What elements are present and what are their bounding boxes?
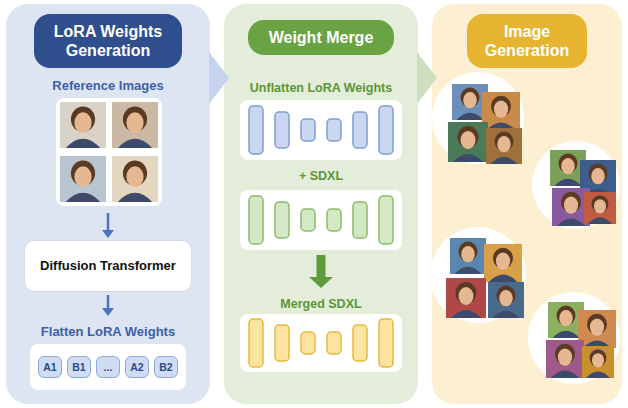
chip-label: ... <box>104 361 113 374</box>
block-heading: Merged SDXL <box>238 296 404 312</box>
process-box: Diffusion Transformer <box>24 240 192 292</box>
weights-frame <box>30 344 186 390</box>
stage-chevron <box>209 52 229 104</box>
chip-label: B1 <box>72 361 85 374</box>
captioned-block: Reference Images <box>46 78 170 210</box>
panel-title: Image Generation <box>479 22 575 60</box>
flow-arrow <box>102 213 114 238</box>
header-pill: LoRA Weights Generation <box>34 14 182 68</box>
arrow-shaft <box>107 213 110 231</box>
chip-label: A1 <box>43 361 56 374</box>
chip-label: A2 <box>130 361 143 374</box>
stage-panel: Weight MergeUnflatten LoRA Weights + SDXL… <box>224 4 418 404</box>
weight-chip: B2 <box>154 356 178 378</box>
flow-arrow <box>309 255 333 288</box>
sdxl-bars <box>240 190 402 250</box>
block-heading: Reference Images <box>46 78 170 95</box>
captioned-block: Flatten LoRA WeightsA1 B1... A2 B2 <box>26 318 190 394</box>
arrow-head <box>102 308 114 316</box>
arrow-head <box>309 277 333 288</box>
merged-bars <box>240 314 402 372</box>
chevron-shape <box>417 52 437 104</box>
arrow-head <box>102 230 114 238</box>
face-photo <box>112 156 158 202</box>
stage-panel: LoRA Weights GenerationReference ImagesD… <box>6 4 210 404</box>
captioned-block: Unflatten LoRA Weights <box>238 80 404 162</box>
arrow-shaft <box>317 255 326 278</box>
generated-images <box>430 72 620 384</box>
face-photo <box>60 156 106 202</box>
chip-label: B2 <box>159 361 172 374</box>
weight-chip: A2 <box>125 356 149 378</box>
captioned-block: + SDXL <box>238 168 404 252</box>
weight-chip: A1 <box>38 356 62 378</box>
arrow-shaft <box>107 295 110 309</box>
chevron-shape <box>209 52 229 104</box>
panel-title: Weight Merge <box>260 28 382 47</box>
face-photo <box>112 102 158 148</box>
stage-chevron <box>417 52 437 104</box>
lora-bars <box>240 100 402 160</box>
header-pill: Image Generation <box>467 14 587 68</box>
stage-panel: Image Generation <box>432 4 622 404</box>
captioned-block: Merged SDXL <box>238 290 404 374</box>
flow-arrow <box>102 295 114 316</box>
panel-title: LoRA Weights Generation <box>46 22 170 60</box>
reference-photos <box>56 98 162 206</box>
block-heading: Unflatten LoRA Weights <box>238 80 404 96</box>
face-photo <box>60 102 106 148</box>
header-pill: Weight Merge <box>248 20 394 55</box>
box-label: Diffusion Transformer <box>40 258 176 274</box>
block-heading: + SDXL <box>238 168 404 184</box>
photo-frame <box>56 98 162 206</box>
weight-chip: B1 <box>67 356 91 378</box>
block-heading: Flatten LoRA Weights <box>26 324 190 341</box>
weight-chip: ... <box>96 356 120 378</box>
